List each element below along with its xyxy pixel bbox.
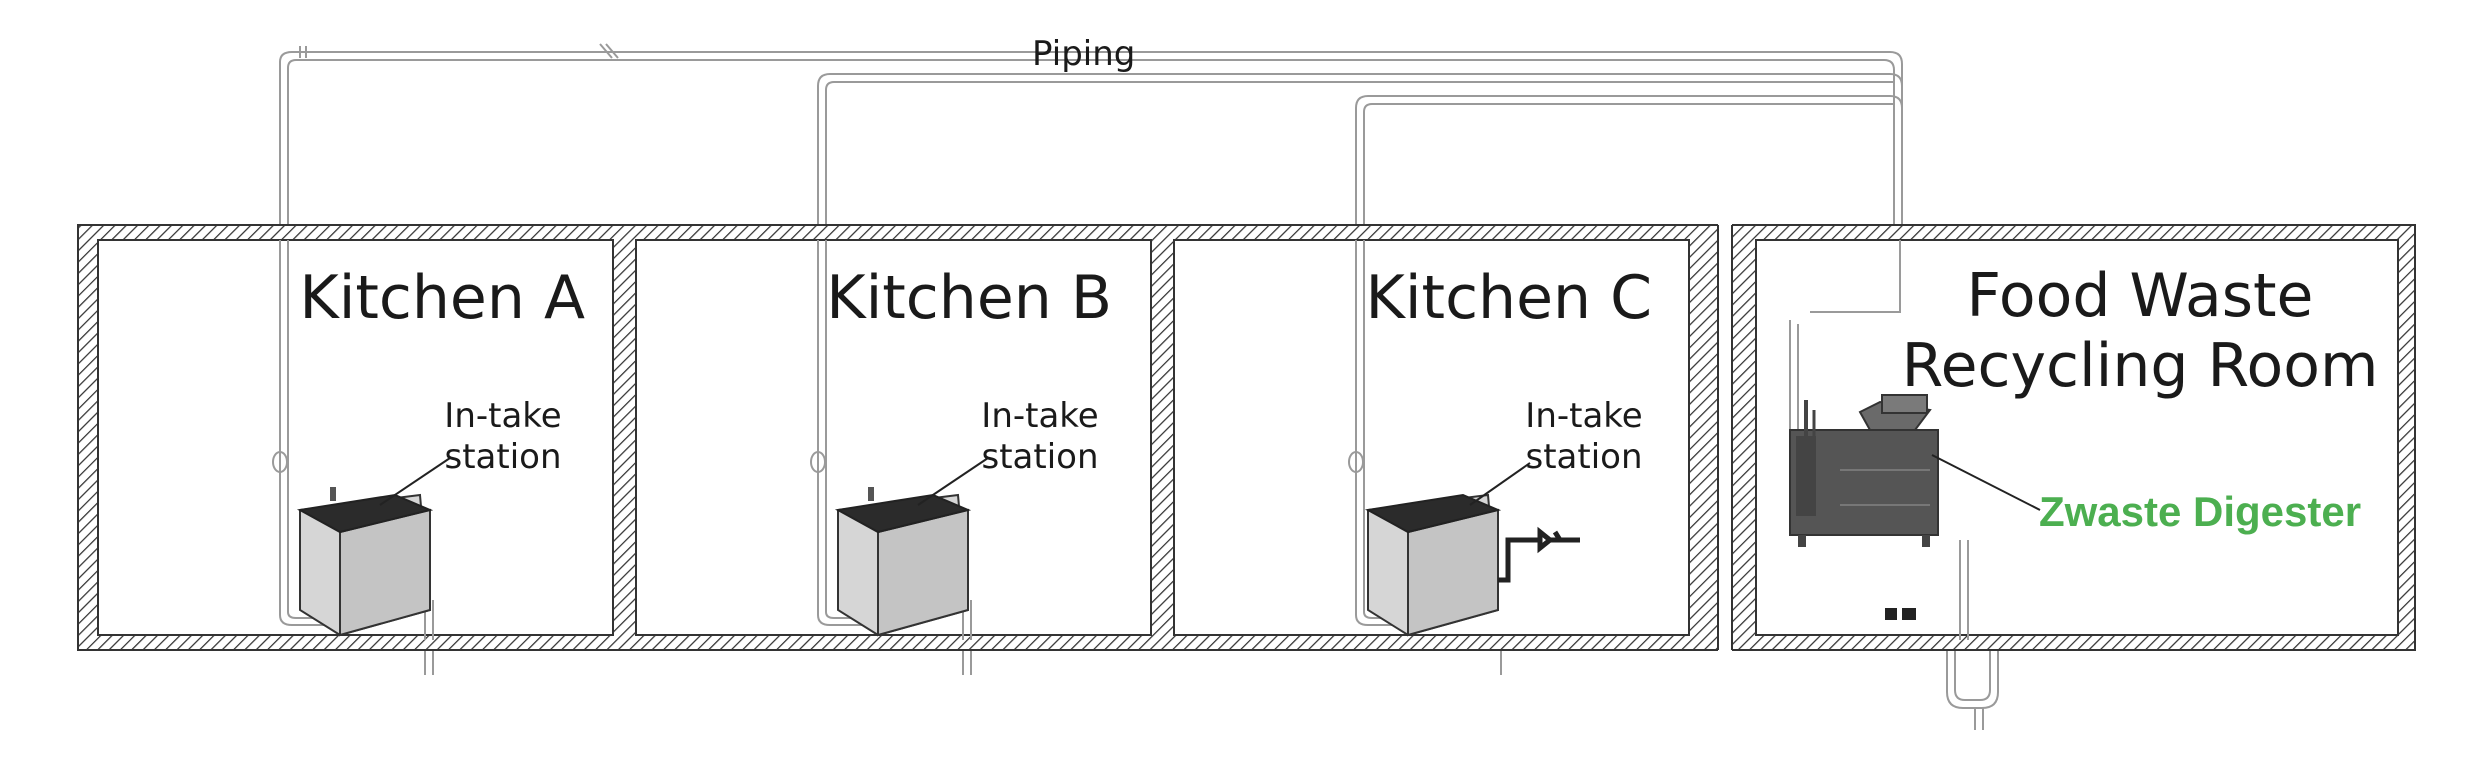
intake-label-kitchen-c-line1: In-take	[1525, 396, 1642, 436]
intake-label-kitchen-b-line2: station	[981, 437, 1098, 477]
intake-label-kitchen-a-line2: station	[444, 437, 561, 477]
pipe-kitchen-c	[1355, 95, 1903, 615]
pipe-kitchen-b	[817, 73, 1903, 615]
room-title-kitchen-c: Kitchen C	[1366, 263, 1652, 333]
piping-label: Piping	[1032, 34, 1135, 74]
intake-label-kitchen-c-line2: station	[1525, 437, 1642, 477]
intake-station-kitchen-c	[1364, 462, 1580, 637]
zwaste-digester-machine	[1789, 394, 2041, 620]
room-title-recycling-line2: Recycling Room	[1902, 331, 2379, 401]
intake-label-kitchen-a-line1: In-take	[444, 396, 561, 436]
intake-station-kitchen-a	[296, 457, 451, 637]
intake-station-kitchen-b	[834, 457, 989, 637]
room-title-recycling-line1: Food Waste	[1967, 261, 2314, 331]
intake-label-kitchen-b-line1: In-take	[981, 396, 1098, 436]
room-title-kitchen-b: Kitchen B	[826, 263, 1112, 333]
digester-label: Zwaste Digester	[2039, 488, 2361, 535]
room-title-kitchen-a: Kitchen A	[299, 263, 585, 333]
